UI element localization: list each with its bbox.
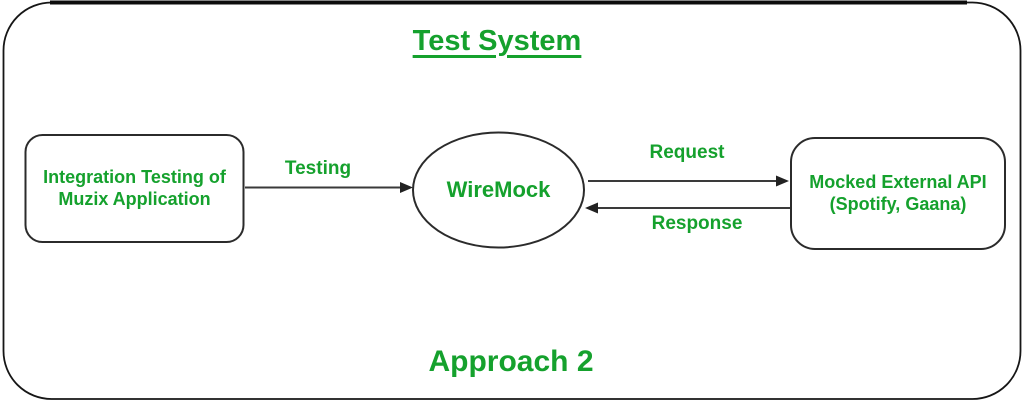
left-box-shape xyxy=(24,134,245,243)
right-box-label-line1: Mocked External API xyxy=(809,171,987,192)
right-box-shape xyxy=(790,137,1006,250)
left-box-label-line2: Muzix Application xyxy=(58,189,211,209)
right-box-label-line2: (Spotify, Gaana) xyxy=(829,193,967,214)
wiremock-node: WireMock xyxy=(413,133,584,247)
request-arrow xyxy=(588,175,789,187)
left-box-label-line1: Integration Testing of xyxy=(43,167,226,188)
testing-arrow-label: Testing xyxy=(284,158,352,179)
right-box: Mocked External API (Spotify, Gaana) xyxy=(791,138,1005,249)
diagram-caption: Approach 2 xyxy=(428,345,594,378)
response-arrow-label: Response xyxy=(651,213,743,234)
response-arrow xyxy=(585,202,790,214)
request-arrowhead-icon xyxy=(776,175,789,187)
testing-arrow xyxy=(245,182,413,193)
request-arrow-label: Request xyxy=(649,142,725,163)
testing-arrowhead-icon xyxy=(400,182,413,193)
response-arrowhead-icon xyxy=(585,202,598,214)
wiremock-ellipse-shape xyxy=(412,131,585,249)
diagram-title: Test System xyxy=(412,25,582,57)
wiremock-label: WireMock xyxy=(446,176,551,202)
left-box: Integration Testing of Muzix Application xyxy=(25,135,244,243)
